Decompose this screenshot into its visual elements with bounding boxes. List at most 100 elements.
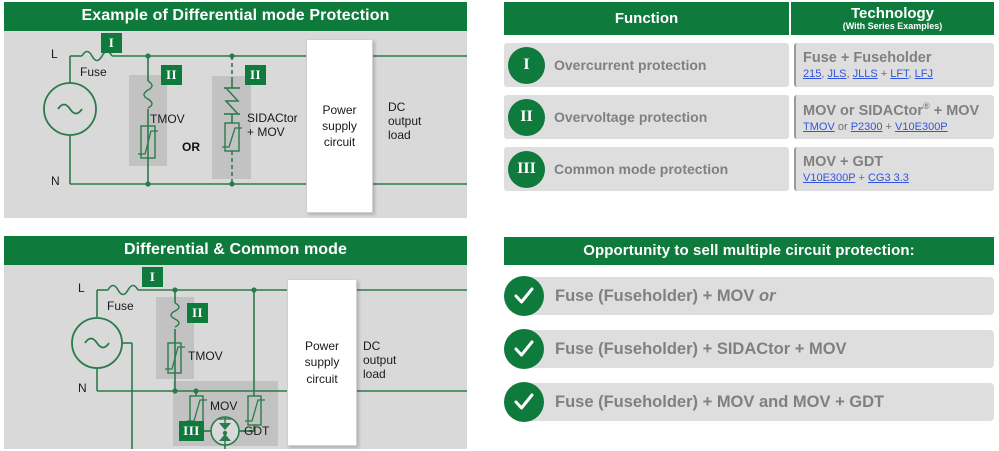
differential-mode-title: Example of Differential mode Protection bbox=[81, 7, 390, 25]
numeral-badge-III: III bbox=[508, 150, 545, 188]
common-mode-title-bar: Differential & Common mode bbox=[4, 236, 467, 265]
opportunity-item-label: Fuse (Fuseholder) + MOV or bbox=[555, 287, 776, 306]
schematic-wires-2 bbox=[71, 284, 467, 449]
opportunity-item-label: Fuse (Fuseholder) + SIDACtor + MOV bbox=[555, 340, 847, 359]
numeral-badge-II: II bbox=[508, 98, 545, 136]
opp-em-1: or bbox=[759, 286, 776, 305]
function-label: Overvoltage protection bbox=[554, 109, 708, 125]
opp-pre-2: Fuse (Fuseholder) + SIDACtor + MOV bbox=[555, 339, 847, 358]
check-icon bbox=[504, 382, 544, 422]
dc2-line-2: output bbox=[363, 352, 397, 367]
registered-mark: ® bbox=[923, 100, 930, 111]
dc-line-3: load bbox=[388, 127, 411, 142]
function-technology-table: Function Technology (With Series Example… bbox=[504, 2, 994, 202]
label2-gdt: GDT bbox=[244, 424, 270, 438]
psu-line-2: supply bbox=[322, 118, 357, 133]
technology-main-pre: MOV or SIDACtor bbox=[803, 102, 924, 119]
label2-fuse: Fuse bbox=[107, 299, 134, 313]
dc2-line-1: DC bbox=[363, 339, 381, 353]
opportunity-item-label: Fuse (Fuseholder) + MOV and MOV + GDT bbox=[555, 393, 884, 412]
differential-mode-title-bar: Example of Differential mode Protection bbox=[4, 2, 467, 31]
label2-mov: MOV bbox=[210, 399, 238, 413]
series-link-jls[interactable]: JLS bbox=[827, 67, 847, 80]
label2-line-L: L bbox=[78, 281, 85, 295]
sep: , bbox=[908, 67, 915, 80]
label-neutral-N: N bbox=[51, 174, 60, 188]
series-link-lft[interactable]: LFT bbox=[890, 67, 909, 80]
common-mode-title: Differential & Common mode bbox=[123, 241, 348, 259]
series-link-cg3[interactable]: CG3 3.3 bbox=[867, 171, 909, 184]
series-link-v10e300p-2[interactable]: V10E300P bbox=[803, 171, 856, 184]
gdt-symbol bbox=[210, 416, 240, 447]
technology-main-post: + MOV bbox=[929, 102, 980, 119]
label-dc-output-load: DC output load bbox=[388, 100, 421, 142]
sep: + bbox=[855, 171, 868, 184]
label2-dc-output-load: DC output load bbox=[363, 339, 397, 381]
label2-tmov: TMOV bbox=[188, 349, 223, 363]
technology-series-links: 215, JLS, JLLS + LFT, LFJ bbox=[803, 68, 994, 82]
list-item: Fuse (Fuseholder) + SIDACtor + MOV bbox=[504, 327, 994, 371]
sep: , bbox=[821, 67, 828, 80]
label-sidactor-line1: SIDACtor bbox=[247, 111, 298, 125]
schematic-wires bbox=[43, 50, 467, 187]
psu-line-1: Power bbox=[322, 102, 357, 117]
table-header-technology-label: Technology bbox=[850, 4, 935, 22]
label-sidactor: SIDACtor + MOV bbox=[247, 111, 298, 140]
power-supply-box-2: Power supply circuit bbox=[287, 279, 357, 446]
label2-neutral-N: N bbox=[78, 381, 87, 395]
numeral-badge-I: I bbox=[508, 46, 545, 84]
table-header-row: Function Technology (With Series Example… bbox=[504, 2, 994, 35]
label-line-L: L bbox=[51, 47, 58, 61]
opportunity-panel: Opportunity to sell multiple circuit pro… bbox=[504, 237, 994, 442]
badge2-tmov-II: II bbox=[187, 303, 208, 323]
common-mode-schematic: Power supply circuit L N G Fuse TMOV MOV… bbox=[4, 265, 467, 449]
differential-mode-diagram-panel: Example of Differential mode Protection bbox=[4, 2, 467, 218]
badge-sidactor-II: II bbox=[245, 65, 266, 85]
technology-cell: Fuse + Fuseholder 215, JLS, JLLS + LFT, … bbox=[794, 43, 994, 87]
technology-cell: MOV or SIDACtor® + MOV TMOV or P2300 + V… bbox=[794, 95, 994, 139]
series-link-lfj[interactable]: LFJ bbox=[914, 67, 934, 80]
label-fuse: Fuse bbox=[80, 65, 107, 79]
table-row: III Common mode protection MOV + GDT V10… bbox=[504, 147, 994, 191]
label-sidactor-line2: + MOV bbox=[247, 124, 285, 139]
label-tmov: TMOV bbox=[150, 112, 185, 126]
common-mode-diagram-panel: Differential & Common mode bbox=[4, 236, 467, 449]
badge2-fuse-I: I bbox=[142, 267, 163, 287]
technology-main: MOV + GDT bbox=[803, 153, 884, 170]
table-header-technology-sub: (With Series Examples) bbox=[842, 21, 943, 32]
badge-tmov-II: II bbox=[161, 65, 182, 85]
sep: , bbox=[846, 67, 853, 80]
psu-line-3: circuit bbox=[323, 135, 356, 150]
opportunity-row-background bbox=[521, 330, 994, 368]
list-item: Fuse (Fuseholder) + MOV or bbox=[504, 274, 994, 318]
psu2-line-3: circuit bbox=[306, 371, 338, 386]
sep: + bbox=[882, 120, 896, 133]
opportunity-title-bar: Opportunity to sell multiple circuit pro… bbox=[504, 237, 994, 265]
opp-pre-3: Fuse (Fuseholder) + MOV and MOV + GDT bbox=[555, 392, 885, 411]
check-icon bbox=[504, 276, 544, 316]
psu2-line-1: Power bbox=[304, 339, 339, 354]
table-header-function-label: Function bbox=[614, 9, 679, 27]
opportunity-row-background bbox=[521, 277, 994, 315]
badge2-gdt-III: III bbox=[179, 421, 204, 441]
list-item: Fuse (Fuseholder) + MOV and MOV + GDT bbox=[504, 380, 994, 424]
series-link-p2300[interactable]: P2300 bbox=[850, 120, 883, 133]
series-link-jlls[interactable]: JLLS bbox=[852, 67, 878, 80]
table-row: I Overcurrent protection Fuse + Fusehold… bbox=[504, 43, 994, 87]
function-label: Common mode protection bbox=[554, 161, 729, 177]
psu2-line-2: supply bbox=[304, 355, 340, 370]
technology-cell: MOV + GDT V10E300P + CG3 3.3 bbox=[794, 147, 994, 191]
technology-series-links: V10E300P + CG3 3.3 bbox=[803, 172, 994, 186]
check-icon bbox=[504, 329, 544, 369]
technology-series-links: TMOV or P2300 + V10E300P bbox=[803, 121, 994, 135]
function-cell: I Overcurrent protection bbox=[504, 43, 789, 87]
opp-pre-1: Fuse (Fuseholder) + MOV bbox=[555, 286, 759, 305]
series-link-v10e300p[interactable]: V10E300P bbox=[895, 120, 948, 133]
function-label: Overcurrent protection bbox=[554, 57, 707, 73]
sep: or bbox=[834, 120, 851, 133]
badge-fuse-I: I bbox=[101, 33, 122, 53]
series-link-tmov[interactable]: TMOV bbox=[803, 120, 835, 133]
table-header-function: Function bbox=[504, 2, 791, 35]
series-link-215[interactable]: 215 bbox=[803, 67, 822, 80]
function-cell: III Common mode protection bbox=[504, 147, 789, 191]
